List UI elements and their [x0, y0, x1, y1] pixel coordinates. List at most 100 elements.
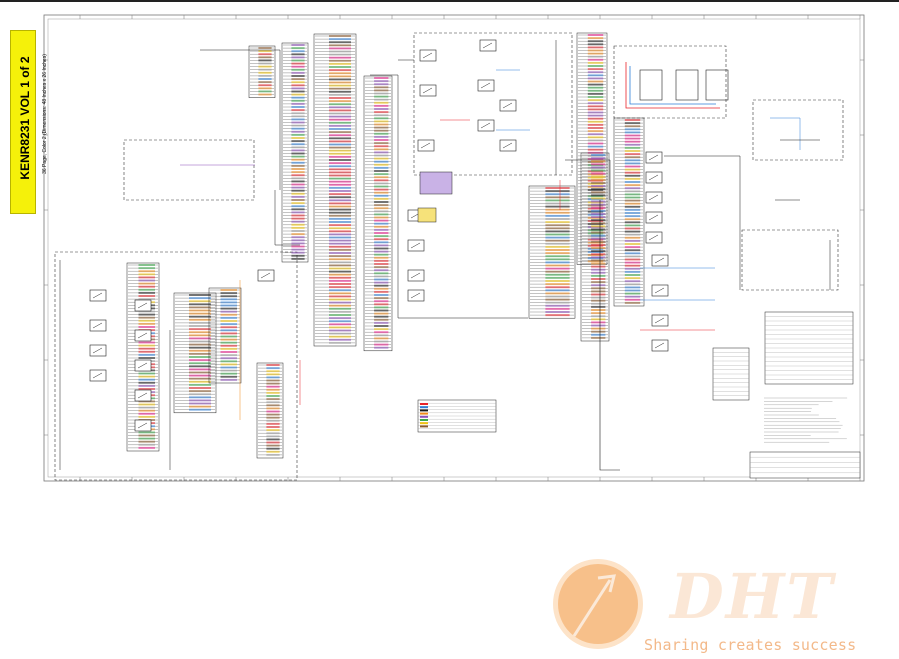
wire-code-tag	[189, 294, 211, 296]
wire-code-tag	[587, 127, 604, 129]
terminal-block	[281, 42, 309, 263]
terminal-block	[126, 262, 160, 452]
relay-contact	[410, 292, 421, 299]
wire-code-tag	[545, 199, 570, 202]
relay-symbol	[499, 99, 517, 112]
wire-code-tag	[374, 77, 389, 79]
wire-code-tag	[591, 262, 606, 265]
wire-code-tag	[545, 280, 570, 282]
wire-code-tag	[138, 415, 155, 418]
wire-code-tag	[374, 247, 389, 250]
wire-code-tag	[624, 243, 641, 245]
wire-code-tag	[374, 346, 389, 349]
wire-code-tag	[329, 276, 351, 279]
wire-code-tag	[220, 329, 237, 332]
outer-border	[43, 14, 865, 482]
wire-code-tag	[624, 199, 641, 202]
wire-code-tag	[374, 321, 389, 324]
wire-code-tag	[591, 330, 606, 333]
relay-symbol	[479, 39, 497, 52]
wire-code-tag	[220, 289, 237, 291]
wire-code-tag	[266, 370, 280, 373]
relay-symbol	[645, 211, 663, 224]
wire-code-tag	[220, 326, 237, 329]
wire-code-tag	[374, 337, 389, 340]
wire-code-tag	[591, 265, 606, 268]
wire-code-tag	[266, 398, 280, 401]
wire-code-tag	[291, 65, 305, 68]
wire-code-tag	[591, 185, 606, 187]
wire-code-tag	[374, 114, 389, 117]
connector-strip-a	[281, 42, 309, 263]
wire-code-tag	[624, 174, 641, 177]
wire-path	[599, 200, 620, 471]
wire-code-tag	[591, 256, 606, 259]
wire-code-tag	[189, 377, 211, 380]
wire-code-tag	[329, 248, 351, 251]
wire-code-tag	[291, 50, 305, 53]
relay-contact	[654, 287, 665, 294]
wire-code-tag	[291, 254, 305, 257]
wire-code-tag	[138, 282, 155, 285]
wire-code-tag	[189, 309, 211, 312]
relay-contact	[480, 82, 491, 89]
wire-code-tag	[587, 46, 604, 49]
relay-contact	[482, 42, 493, 49]
wire-code-tag	[291, 211, 305, 214]
connector-strip-d	[528, 185, 576, 319]
wire-code-tag	[329, 59, 351, 62]
wire-code-tag	[138, 403, 155, 406]
wire-code-tag	[624, 292, 641, 295]
wire-code-tag	[591, 194, 606, 197]
relay-symbol	[257, 269, 275, 282]
wire-code-tag	[258, 90, 272, 93]
wire-code-tag	[291, 180, 305, 183]
wire-code-tag	[374, 309, 389, 312]
wire-code-tag	[545, 245, 570, 248]
wire-code-tag	[624, 205, 641, 208]
wire-code-tag	[329, 332, 351, 335]
purple-module	[419, 171, 453, 195]
wire-code-tag	[291, 115, 305, 118]
wire-code-tag	[545, 202, 570, 205]
relay-symbol	[419, 49, 437, 62]
wire-code-tag	[329, 72, 351, 75]
wire-code-tag	[591, 178, 606, 181]
fuse-block	[639, 69, 663, 101]
wire-code-tag	[591, 234, 606, 237]
wire-code-tag	[329, 171, 351, 174]
wire-code-tag	[591, 259, 606, 262]
wire-code-tag	[291, 121, 305, 124]
wire-code-tag	[189, 312, 211, 315]
wire-code-tag	[258, 84, 272, 87]
wire-code-tag	[138, 406, 155, 409]
relay-symbol	[134, 329, 152, 342]
wire-code-tag	[266, 413, 280, 416]
wire-code-tag	[329, 140, 351, 143]
wire-code-tag	[624, 255, 641, 258]
wire-code-tag	[624, 196, 641, 199]
wire-code-tag	[329, 283, 351, 285]
wire-code-tag	[291, 242, 305, 245]
wire-code-tag	[266, 379, 280, 382]
wire-code-tag	[374, 154, 389, 157]
wire-code-tag	[587, 117, 604, 120]
wire-code-tag	[329, 168, 351, 171]
wire-code-tag	[329, 286, 351, 289]
red-feed-wire	[625, 62, 720, 109]
wire-code-tag	[624, 301, 641, 304]
wire-code-tag	[329, 84, 351, 87]
wire-code-tag	[374, 104, 389, 107]
wire-code-tag	[545, 295, 570, 298]
wire-code-tag	[591, 203, 606, 206]
wire-code-tag	[266, 391, 280, 394]
wire-code-tag	[591, 290, 606, 293]
wire-code-tag	[258, 87, 272, 90]
wire-code-tag	[220, 363, 237, 366]
wire-code-tag	[189, 365, 211, 368]
wire-code-tag	[624, 134, 641, 137]
wire-code-tag	[624, 298, 641, 301]
wire-code-tag	[329, 38, 351, 41]
wire-code-tag	[329, 338, 351, 341]
wire-code-tag	[374, 117, 389, 120]
